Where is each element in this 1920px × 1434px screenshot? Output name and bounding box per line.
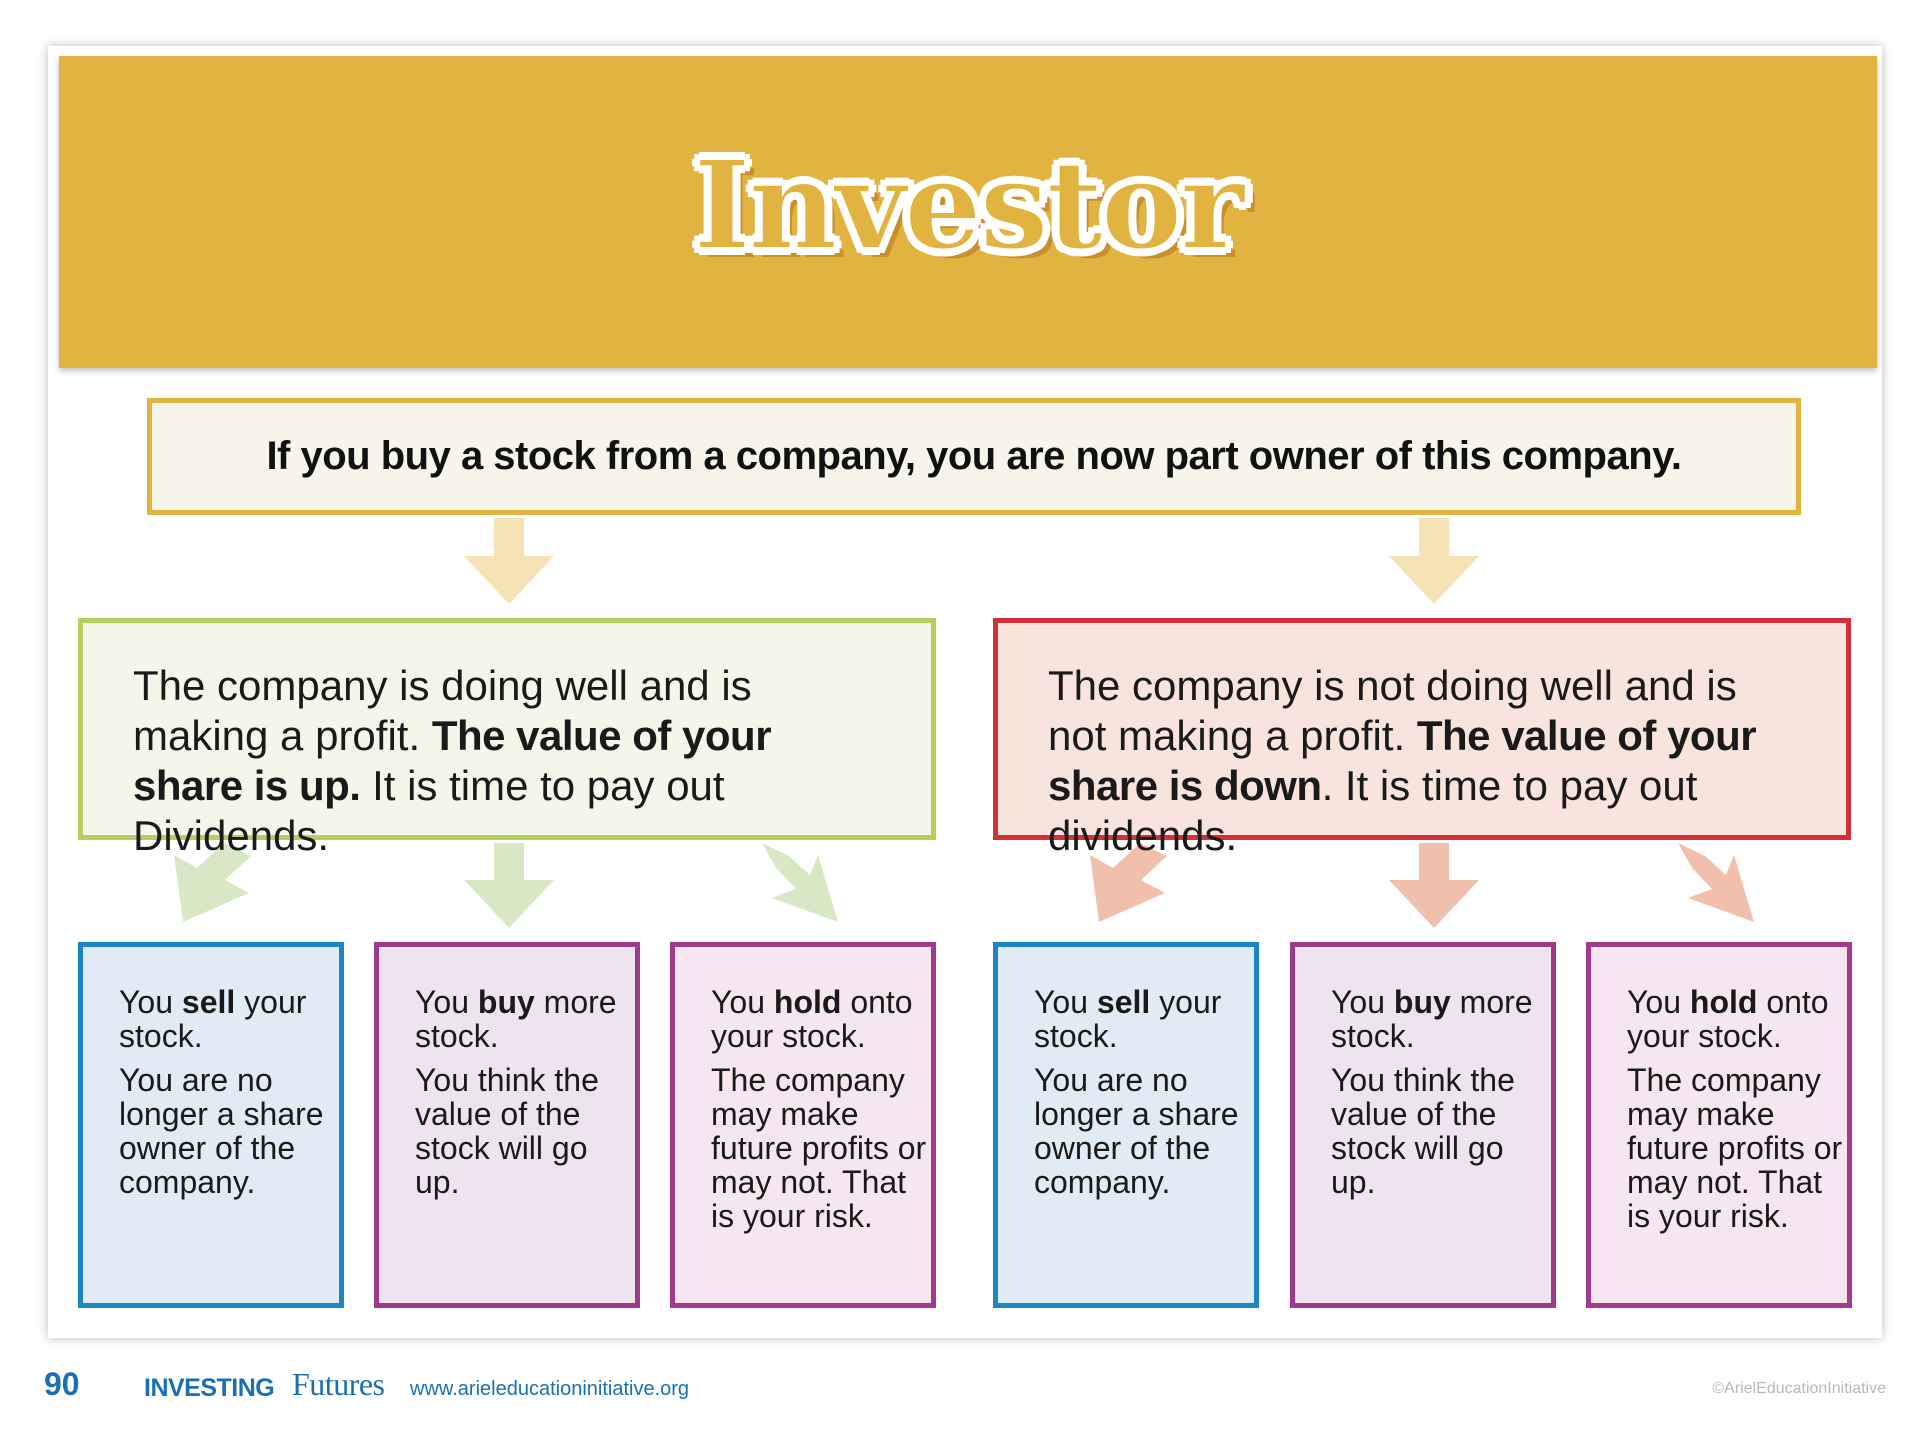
title-text: Investor bbox=[693, 132, 1246, 278]
option-heading: You sell your stock. bbox=[119, 984, 307, 1054]
page-number: 90 bbox=[44, 1366, 80, 1402]
option-hold-right: You hold onto your stock. The company ma… bbox=[1586, 942, 1852, 1308]
intro-box: If you buy a stock from a company, you a… bbox=[147, 398, 1801, 515]
title-banner: Investor bbox=[59, 56, 1877, 368]
option-detail: You are no longer a share owner of the c… bbox=[1034, 1062, 1239, 1200]
option-detail: You think the value of the stock will go… bbox=[1331, 1062, 1515, 1200]
condition-bold-text: The value of your share is down bbox=[1048, 712, 1757, 809]
section-label: INVESTING bbox=[144, 1374, 275, 1402]
option-hold-left: You hold onto your stock. The company ma… bbox=[670, 942, 936, 1308]
option-detail: You are no longer a share owner of the c… bbox=[119, 1062, 324, 1200]
option-buy-right: You buy more stock. You think the value … bbox=[1290, 942, 1556, 1308]
copyright-text: ©ArielEducationInitiative bbox=[1712, 1380, 1886, 1397]
website-link[interactable]: www.arieleducationinitiative.org bbox=[410, 1378, 690, 1400]
option-heading: You buy more stock. bbox=[415, 984, 617, 1054]
option-heading: You buy more stock. bbox=[1331, 984, 1533, 1054]
option-heading: You sell your stock. bbox=[1034, 984, 1222, 1054]
condition-doing-well: The company is doing well and is making … bbox=[78, 618, 936, 859]
intro-text: If you buy a stock from a company, you a… bbox=[266, 434, 1682, 478]
condition-text: The company is not doing well and is not… bbox=[1048, 662, 1737, 759]
option-detail: You think the value of the stock will go… bbox=[415, 1062, 599, 1200]
condition-bold-text: The value of your share is up. bbox=[133, 712, 772, 809]
option-detail: The company may make future profits or m… bbox=[711, 1062, 927, 1234]
option-heading: You hold onto your stock. bbox=[1627, 984, 1829, 1054]
page-footer: 90 INVESTING Futures www.arieleducationi… bbox=[0, 1366, 1920, 1406]
option-sell-left: You sell your stock. You are no longer a… bbox=[78, 942, 344, 1308]
page-title: Investor bbox=[59, 56, 1877, 368]
condition-text: The company is doing well and is making … bbox=[133, 662, 752, 759]
condition-text-end: . It is time to pay out dividends. bbox=[1048, 762, 1698, 859]
option-heading: You hold onto your stock. bbox=[711, 984, 913, 1054]
condition-text-end: It is time to pay out Dividends. bbox=[133, 762, 725, 859]
option-detail: The company may make future profits or m… bbox=[1627, 1062, 1843, 1234]
condition-not-doing-well: The company is not doing well and is not… bbox=[993, 618, 1851, 859]
option-buy-left: You buy more stock. You think the value … bbox=[374, 942, 640, 1308]
option-sell-right: You sell your stock. You are no longer a… bbox=[993, 942, 1259, 1308]
brand-logo-text: Futures bbox=[292, 1366, 385, 1402]
